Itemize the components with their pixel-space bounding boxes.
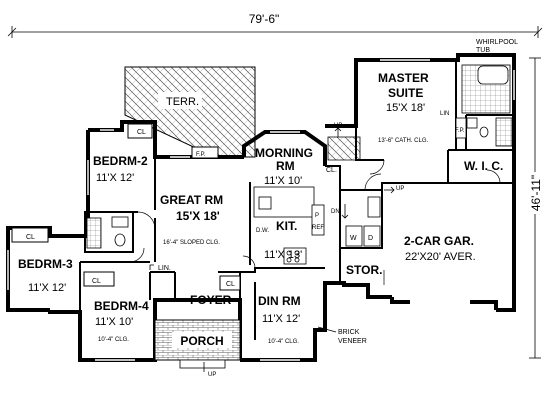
master-suite-name2: SUITE	[388, 86, 423, 100]
small-labels: CL CL CL LIN. CL LIN F.P. CL. D.W. P REF…	[11, 111, 465, 291]
bedroom2-name: BEDRM-2	[93, 154, 148, 168]
bedroom3-size: 11'X 12'	[28, 282, 66, 294]
depth-dimension-label: 46'-11"	[529, 175, 543, 211]
garage-up-label: UP	[396, 186, 404, 192]
garage-size: 22'X20' AVER.	[405, 251, 476, 263]
width-dimension-label: 79'-6"	[249, 12, 280, 26]
room-labels: BEDRM-2 11'X 12' GREAT RM 15'X 18' 16'-4…	[18, 39, 518, 345]
refrigerator-label: REF	[312, 225, 324, 231]
bedroom3-name: BEDRM-3	[18, 257, 73, 271]
master-suite-note: 13'-6" CATH. CLG.	[378, 138, 429, 144]
porch-up-label: UP	[208, 372, 216, 378]
bedroom2-size: 11'X 12'	[96, 172, 134, 184]
window-lines	[7, 59, 515, 361]
hall-linen: LIN.	[158, 265, 171, 272]
porch-step	[179, 359, 226, 369]
dining-name: DIN RM	[258, 294, 301, 308]
master-suite-size: 15'X 18'	[386, 102, 425, 114]
dining-note: 10'-4" CLG.	[268, 339, 299, 345]
bedroom3-closet: CL	[26, 234, 35, 241]
foyer-closet: CL	[226, 281, 235, 288]
brick-veneer-line1: BRICK	[338, 329, 360, 336]
whirlpool-line1: WHIRLPOOL	[476, 39, 518, 46]
whirlpool-line2: TUB	[476, 47, 490, 54]
width-dimension	[7, 26, 543, 38]
dishwasher-label: D.W.	[256, 228, 269, 234]
porch-label: PORCH	[180, 334, 223, 348]
dining-size: 11'X 12'	[262, 313, 300, 325]
bedroom4-name: BEDRM-4	[94, 299, 149, 313]
master-fireplace	[455, 117, 467, 139]
bedroom2-closet: CL	[137, 129, 146, 136]
bedroom4-note: 10'-4" CLG.	[98, 337, 129, 343]
bedroom4-closet: CL	[92, 278, 101, 285]
stairs-down-label: DN.	[331, 209, 342, 215]
great-room-fireplace	[191, 146, 219, 159]
wic-label: W. I. C.	[464, 159, 503, 173]
stair-arrows	[149, 127, 395, 270]
morning-room-name2: RM	[276, 159, 295, 173]
garage-name: 2-CAR GAR.	[404, 234, 474, 248]
door-swings	[129, 159, 501, 285]
bedroom4-size: 11'X 10'	[95, 316, 133, 328]
terrace-label: TERR.	[166, 96, 199, 108]
dryer-label: D	[368, 235, 373, 242]
kitchen-size: 11'X 13'	[264, 249, 302, 261]
pantry-label: P	[315, 213, 319, 219]
morning-room-size: 11'X 10'	[264, 175, 302, 187]
great-room-size: 15'X 18'	[176, 209, 220, 223]
kitchen-closet: CL.	[326, 167, 337, 174]
master-suite-name: MASTER	[378, 71, 429, 85]
terrace-paving	[124, 66, 256, 158]
bath-fixtures	[86, 64, 513, 249]
master-linen: LIN	[440, 111, 449, 117]
washer-label: W	[350, 235, 357, 242]
brick-veneer-line2: VENEER	[338, 338, 367, 345]
terrace-up-label: UP	[334, 123, 342, 129]
foyer-label: FOYER	[190, 293, 232, 307]
master-fp: F.P.	[455, 128, 465, 134]
kitchen-counters	[253, 186, 381, 265]
great-room-note: 16'-4" SLOPED CLG.	[163, 240, 220, 246]
great-room-name: GREAT RM	[160, 193, 223, 207]
kitchen-name: KIT.	[276, 219, 297, 233]
great-room-fp-label: F.P.	[196, 152, 206, 158]
storage-label: STOR.	[346, 263, 382, 277]
morning-room-name: MORNING	[255, 146, 313, 160]
